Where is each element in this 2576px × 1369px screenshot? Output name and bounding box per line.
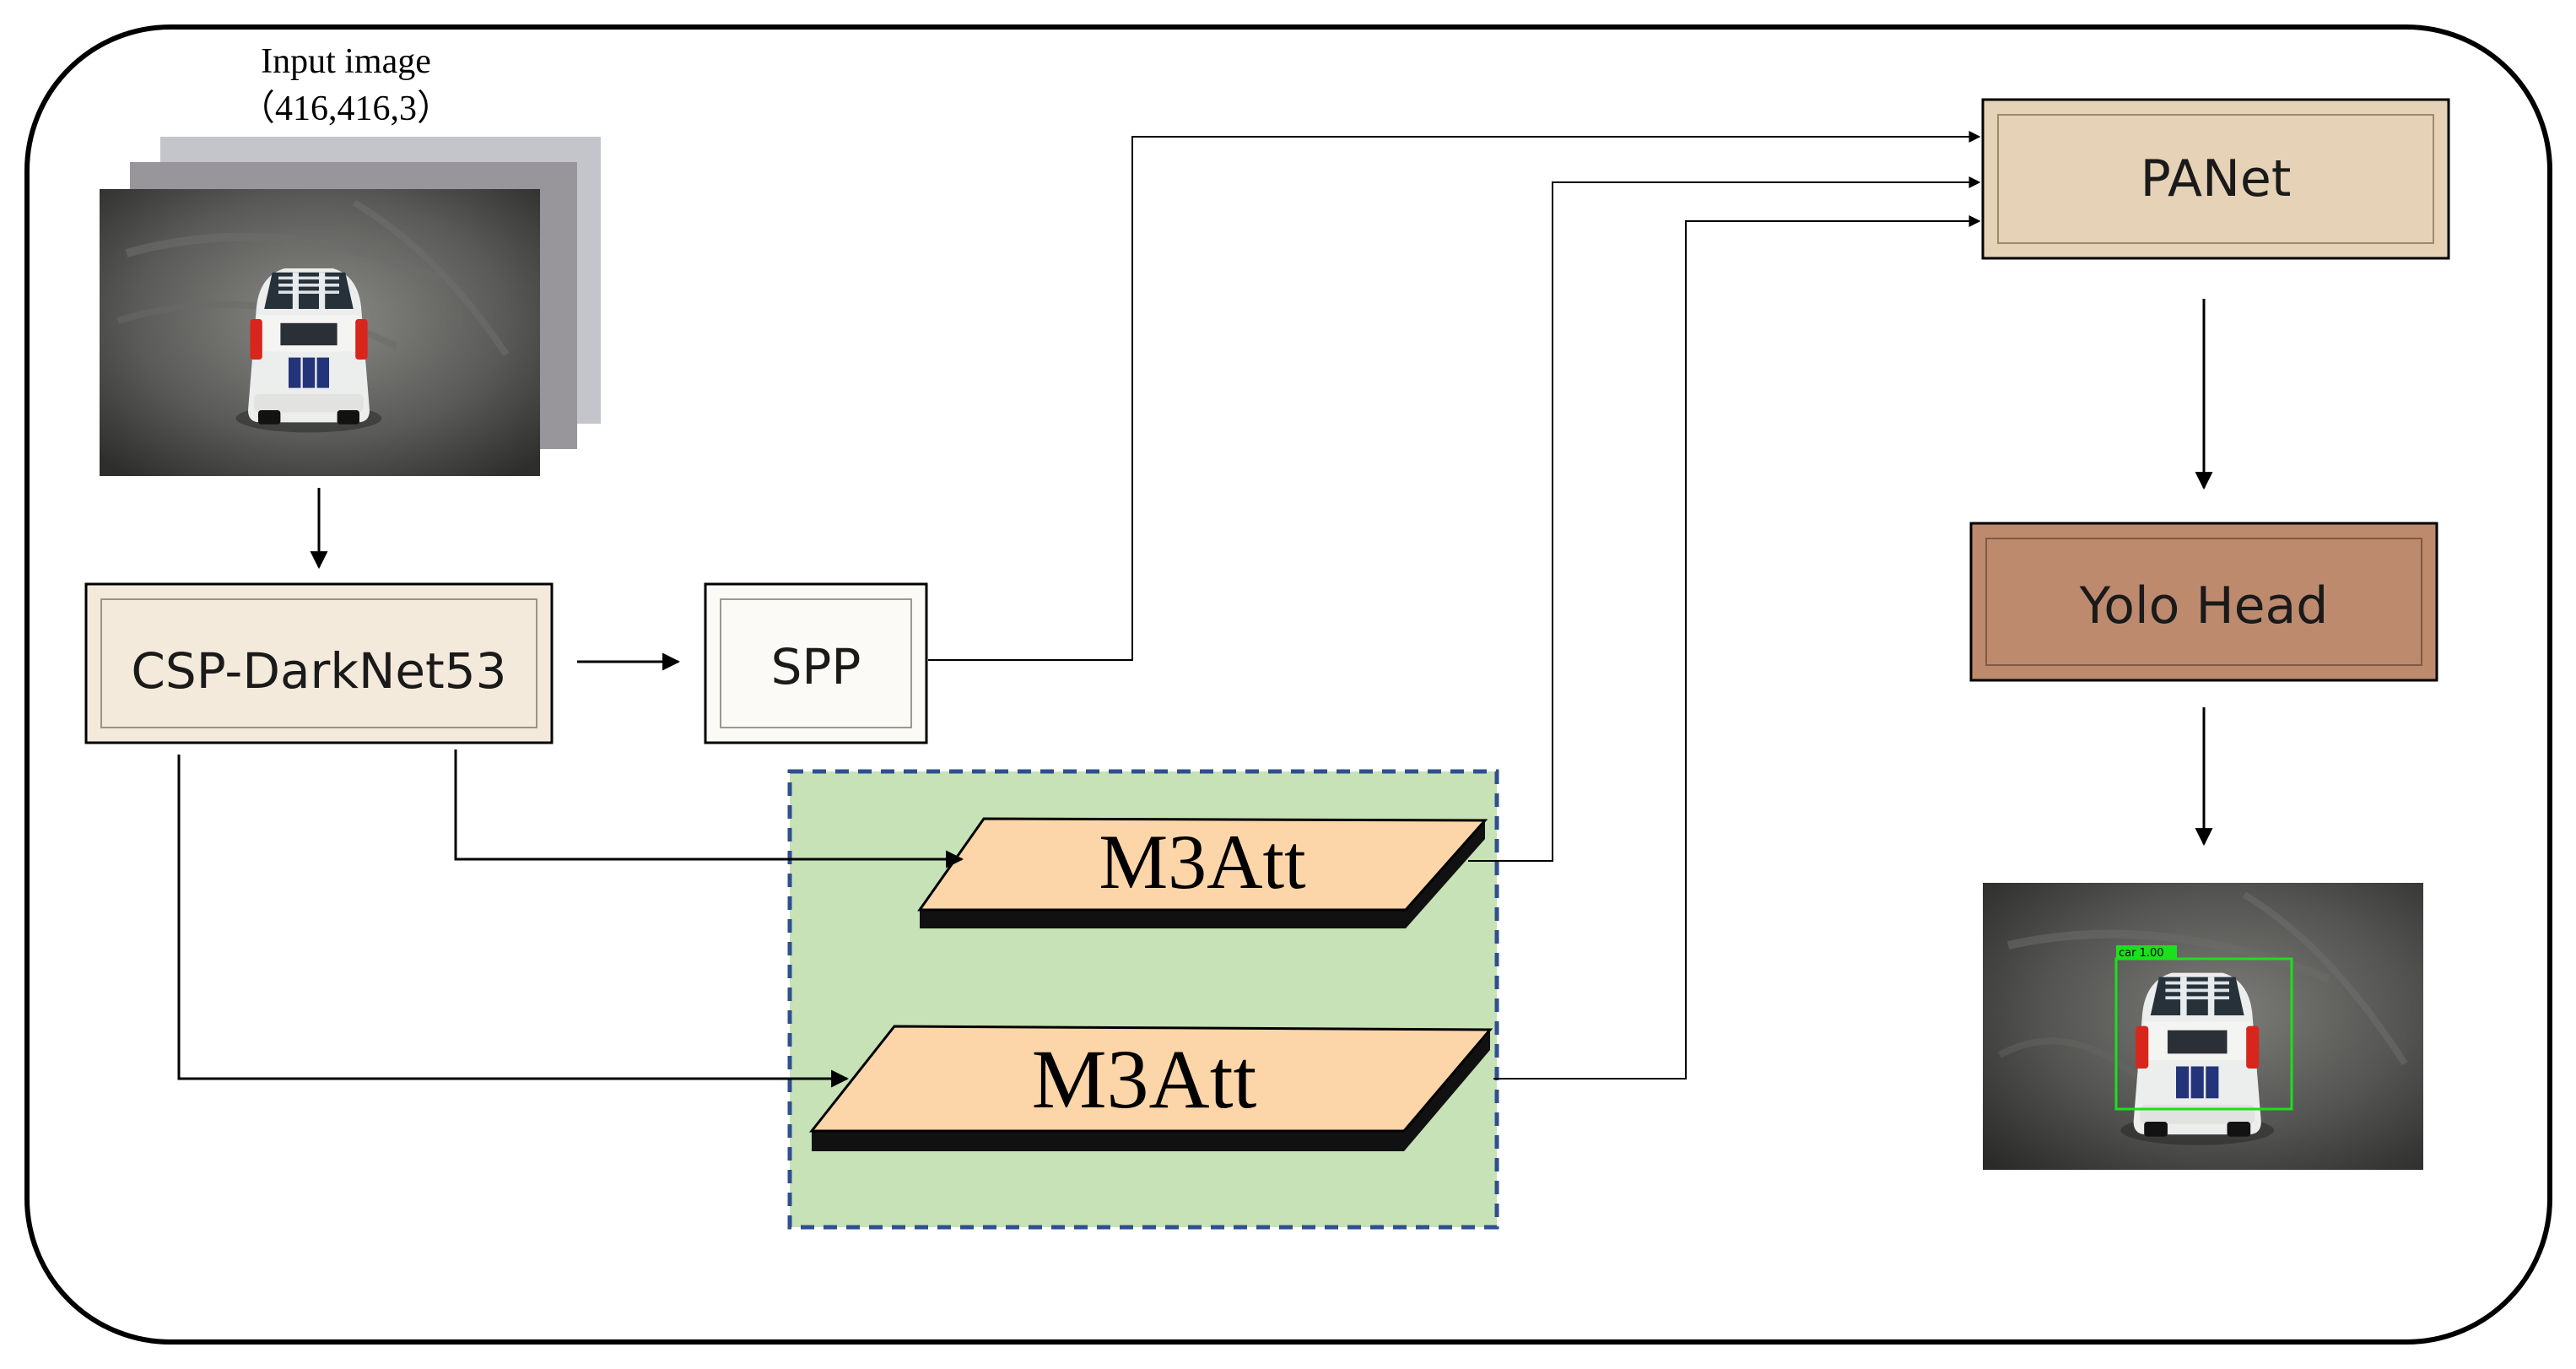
arrow-backbone-to-m3att-1 [454, 749, 964, 868]
m3att-block-1: M3Att [917, 817, 1488, 928]
output-image: car 1.00 [1983, 883, 2423, 1170]
arrow-backbone-to-m3att-2 [177, 755, 850, 1088]
yolo-head-label: Yolo Head [2079, 576, 2329, 636]
yolo-head-block: Yolo Head [1969, 522, 2438, 682]
m3att-label-2: M3Att [1032, 1032, 1257, 1126]
input-image-shape: （416,416,3） [240, 89, 452, 128]
spp-block: SPP [704, 582, 928, 744]
input-image-title: Input image [261, 42, 431, 81]
detection-label: car 1.00 [2119, 947, 2164, 960]
csp-darknet53-label: CSP-DarkNet53 [131, 642, 506, 700]
detection-label-bg [2116, 945, 2177, 959]
spp-label: SPP [771, 638, 861, 695]
outer-frame [24, 24, 2552, 1345]
arrow-spp-to-panet [928, 131, 1981, 661]
m3att-block-2: M3Att [808, 1025, 1493, 1151]
arrow-m3att-2-to-panet [1493, 215, 1981, 1080]
connectors [177, 131, 2213, 1088]
m3att-label-1: M3Att [1099, 819, 1306, 905]
arrow-m3att-1-to-panet [1468, 176, 1981, 862]
detection-box [2114, 957, 2293, 1111]
csp-darknet53-block: CSP-DarkNet53 [84, 582, 554, 744]
input-image-group: Input image （416,416,3） [100, 42, 601, 476]
input-photo [100, 189, 540, 476]
panet-label: PANet [2141, 149, 2292, 208]
panet-block: PANet [1981, 98, 2450, 260]
